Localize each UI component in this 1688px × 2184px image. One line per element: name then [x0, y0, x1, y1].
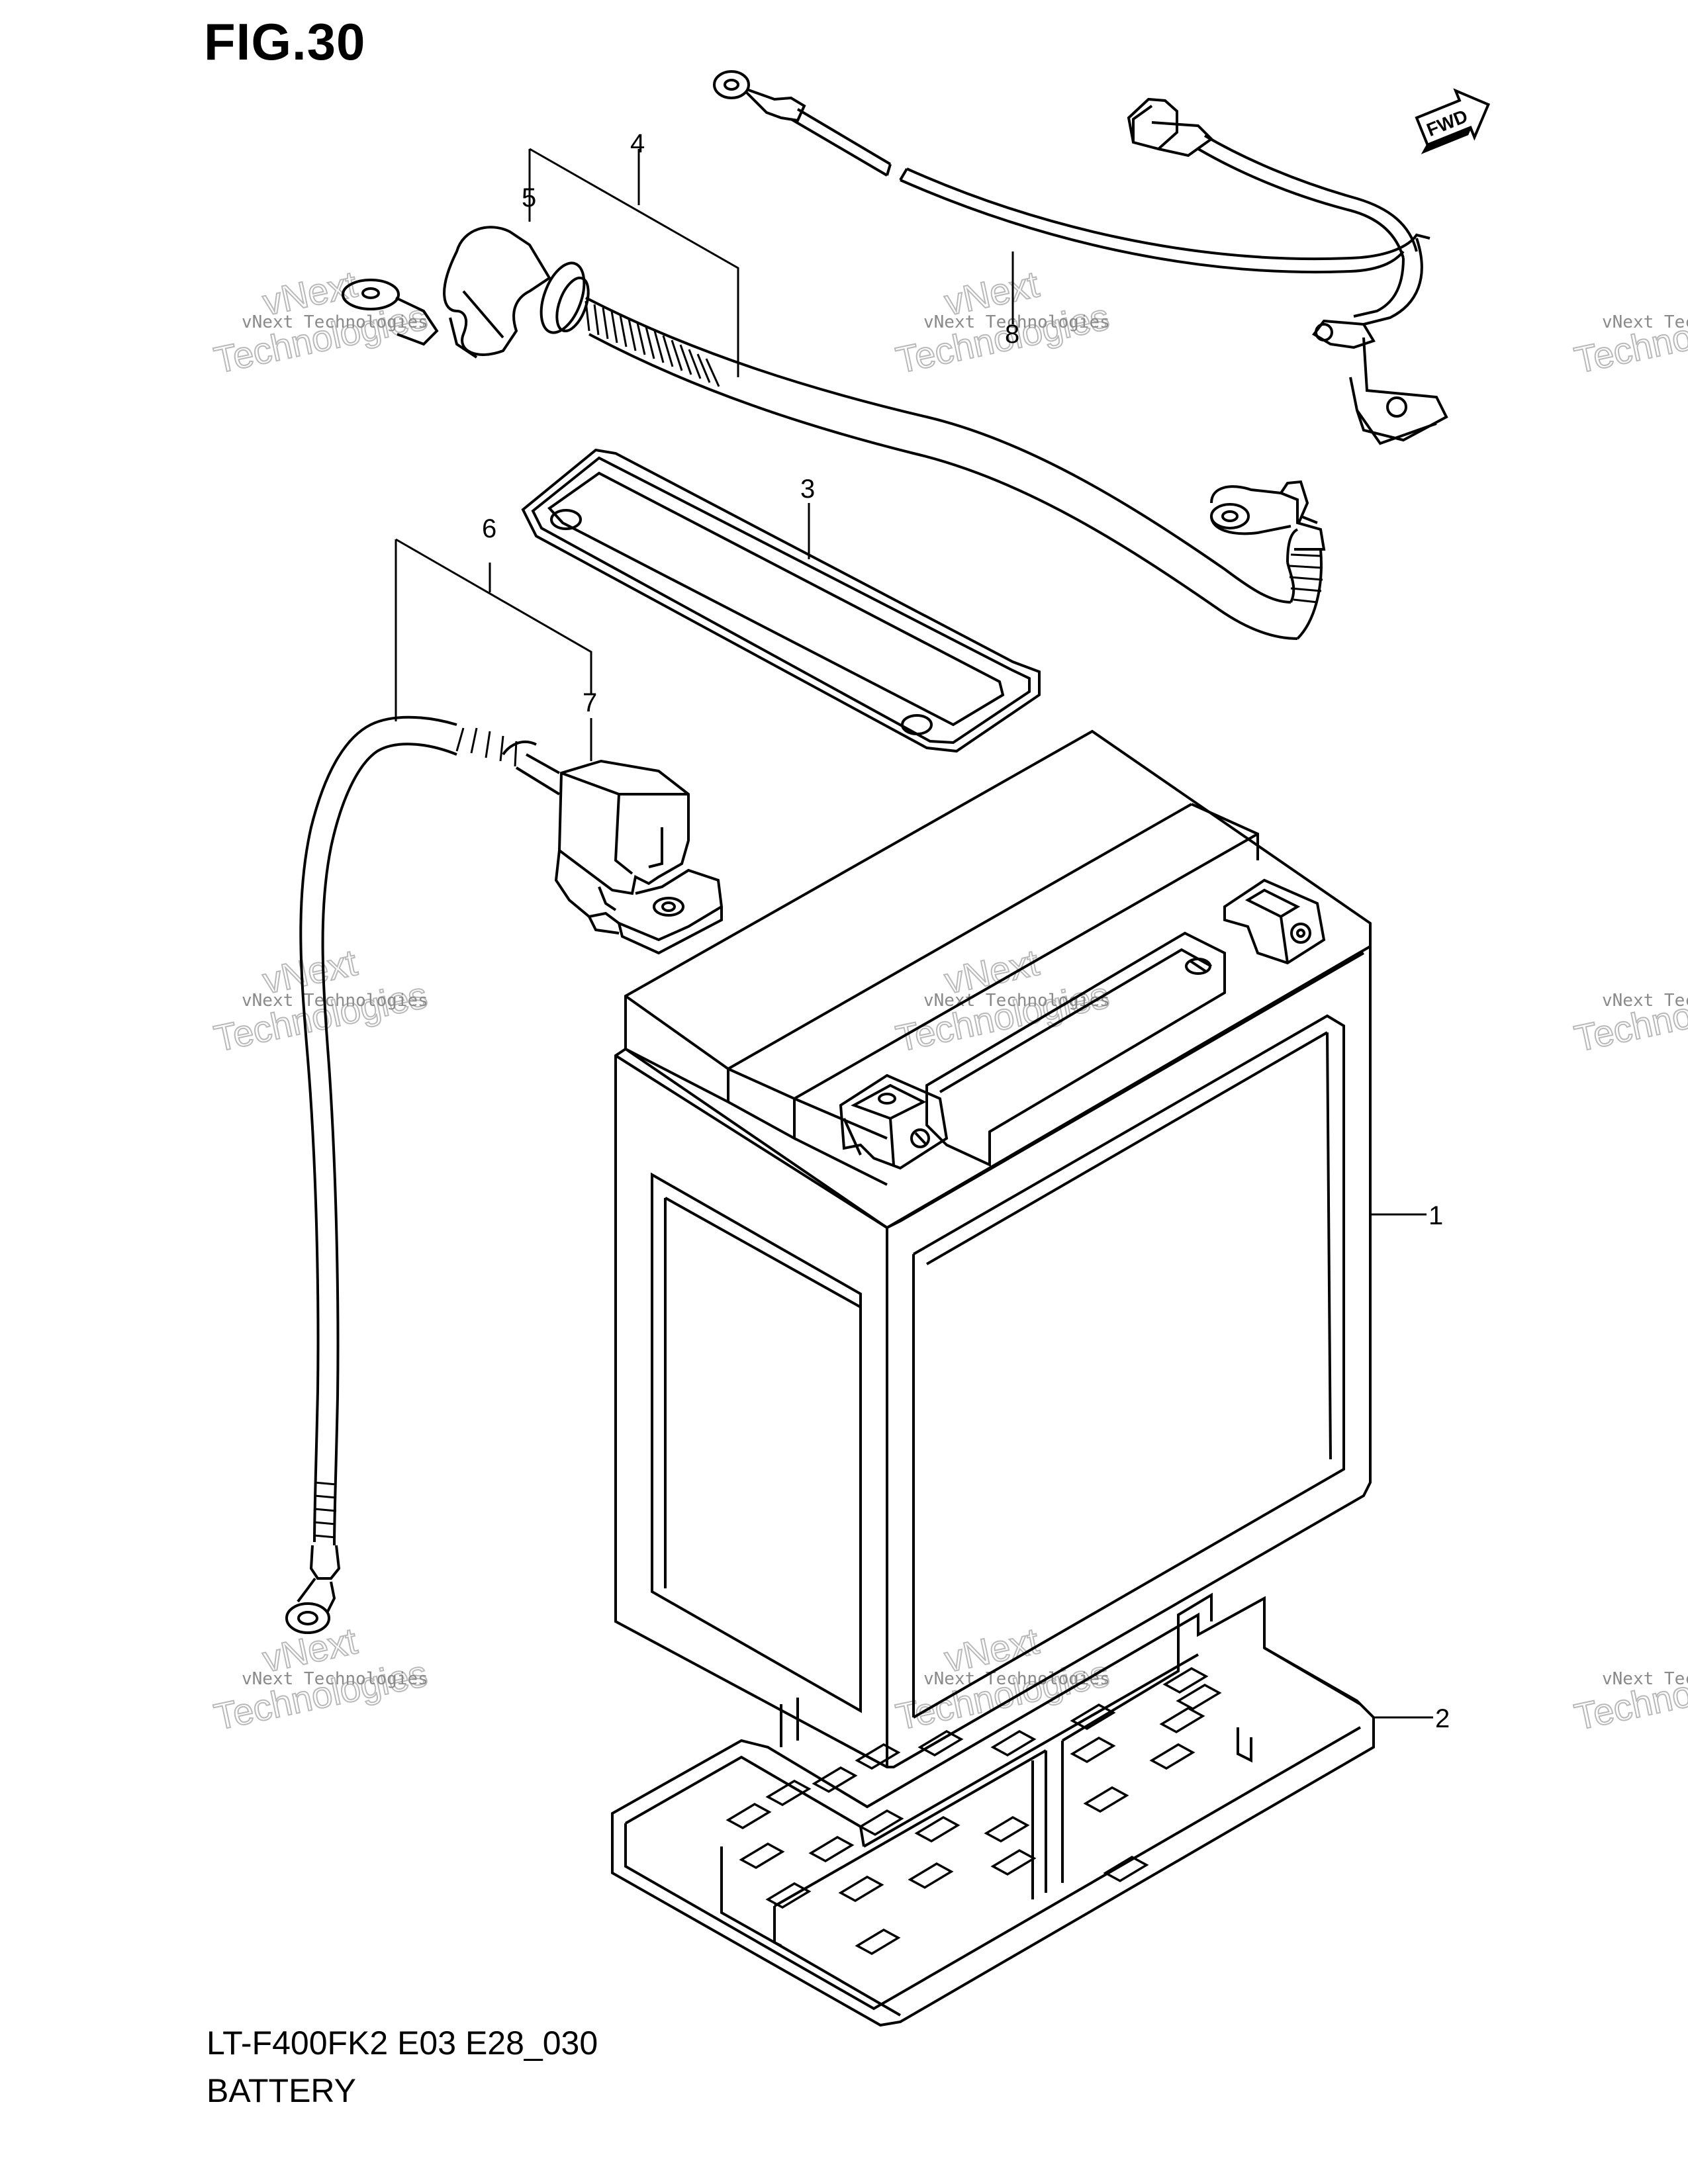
leader-lines	[395, 148, 1433, 1719]
figure-title: FIG.30	[204, 13, 366, 71]
watermark-big-9: Technologies	[1571, 1652, 1688, 1738]
watermark-3: Technologies vNext Technologies	[1570, 295, 1688, 382]
watermark-8: Technologies vNext vNext Technologies	[892, 1619, 1113, 1739]
part-2-slots	[726, 1666, 1222, 1956]
watermark-1: Technologies vNext vNext Technologies	[210, 262, 432, 382]
callout-8: 8	[1005, 320, 1019, 349]
fwd-arrow-icon: FWD	[1415, 88, 1490, 154]
watermark-big-3: Technologies	[1571, 295, 1688, 381]
part-6-negative-cable	[285, 715, 724, 1634]
part-2-battery-tray	[611, 1592, 1375, 2027]
callout-4: 4	[630, 129, 645, 158]
watermark-small-2: vNext Technologies	[923, 312, 1110, 332]
watermark-small-6: vNext Technologies	[1602, 991, 1688, 1011]
watermark-small-4: vNext Technologies	[242, 991, 428, 1011]
part-8-harness-cable	[713, 70, 1448, 445]
callout-5: 5	[522, 183, 536, 212]
model-code: LT-F400FK2 E03 E28_030	[207, 2025, 598, 2062]
callout-1: 1	[1429, 1201, 1443, 1230]
callout-2: 2	[1435, 1704, 1450, 1733]
watermark-9: Technologies vNext Technologies	[1570, 1651, 1688, 1739]
watermark-group: Technologies vNext vNext Technologies Te…	[210, 262, 1688, 1739]
section-name: BATTERY	[207, 2072, 356, 2109]
part-4-positive-cable	[342, 226, 1326, 640]
watermark-6: Technologies vNext Technologies	[1570, 973, 1688, 1060]
callout-3: 3	[800, 475, 815, 504]
watermark-small-8: vNext Technologies	[923, 1669, 1110, 1689]
callout-7: 7	[583, 688, 597, 717]
watermark-big-6: Technologies	[1571, 974, 1688, 1060]
part-4-ribs	[585, 300, 720, 387]
part-3-holder-band	[521, 448, 1041, 753]
watermark-small-3: vNext Technologies	[1602, 312, 1688, 332]
watermark-2: Technologies vNext vNext Technologies	[892, 262, 1113, 382]
watermark-small-1: vNext Technologies	[242, 312, 428, 332]
watermark-small-9: vNext Technologies	[1602, 1669, 1688, 1689]
watermark-7: Technologies vNext vNext Technologies	[210, 1619, 432, 1739]
part-1-battery	[614, 729, 1372, 1768]
watermark-small-7: vNext Technologies	[242, 1669, 428, 1689]
callout-labels: 1 2 3 4 5 6 7 8	[482, 129, 1450, 1733]
callout-6: 6	[482, 514, 496, 543]
watermark-4: Technologies vNext vNext Technologies	[210, 940, 432, 1060]
